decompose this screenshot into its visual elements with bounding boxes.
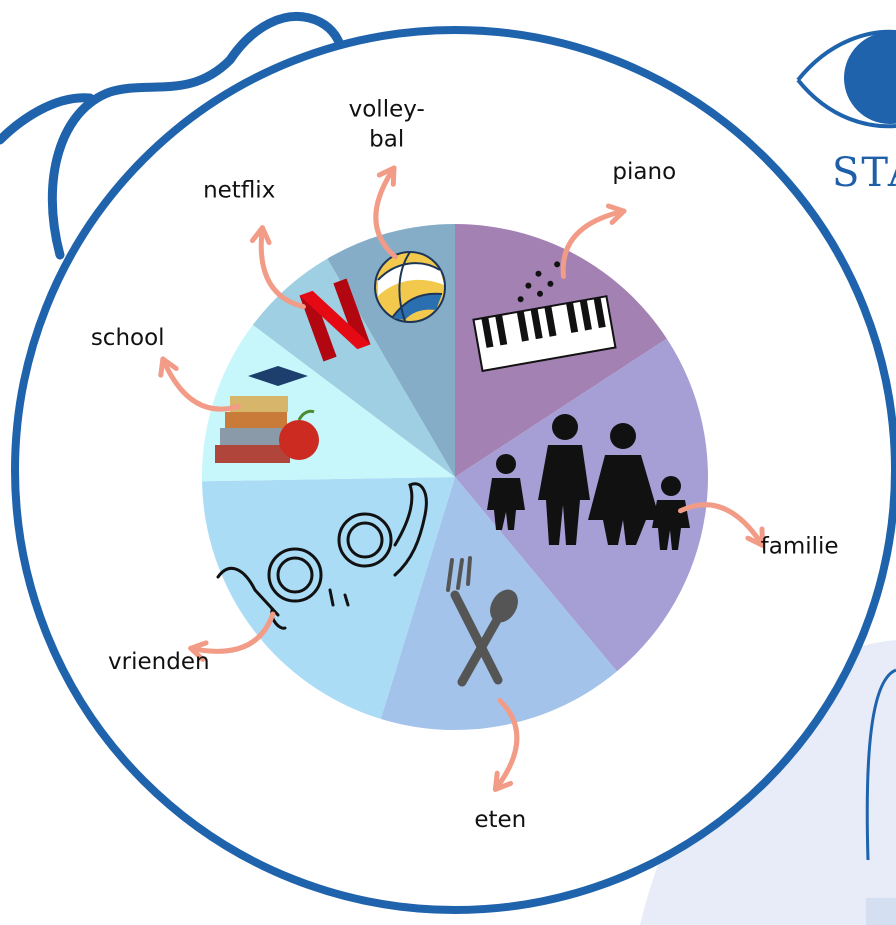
arrow-vrienden bbox=[188, 611, 276, 654]
arrow-school bbox=[160, 356, 241, 412]
arrow-head-icon bbox=[605, 203, 627, 225]
label-piano: piano bbox=[612, 159, 676, 185]
eye-outline-icon bbox=[796, 29, 896, 129]
arrow-familie bbox=[678, 502, 765, 548]
arrow-group bbox=[158, 165, 765, 792]
arrow-volleybal bbox=[373, 165, 398, 260]
label-group: piano familie eten vrienden school netflix vol… bbox=[91, 97, 839, 833]
label-vrienden: vrienden bbox=[108, 649, 210, 675]
label-school: school bbox=[91, 325, 165, 351]
label-line: volley- bbox=[349, 97, 425, 123]
books-apple-icon bbox=[215, 366, 319, 463]
label-eten: eten bbox=[474, 807, 526, 833]
netflix-logo-icon bbox=[299, 278, 371, 362]
piano-keyboard-icon bbox=[472, 261, 617, 373]
arrow-head-icon bbox=[188, 640, 209, 662]
background-outline bbox=[865, 668, 896, 861]
eye-pupil-icon bbox=[844, 32, 896, 124]
arrow-eten bbox=[492, 698, 520, 792]
arrow-head-icon bbox=[249, 225, 272, 246]
brand-logo: STA bbox=[796, 29, 896, 196]
fork-spoon-icon bbox=[446, 556, 518, 687]
label-netflix: netflix bbox=[203, 178, 275, 204]
label-line: bal bbox=[369, 127, 404, 153]
pie-slice-familie bbox=[455, 338, 709, 672]
pie-slice-netflix bbox=[252, 258, 455, 477]
loop-handle-left bbox=[0, 93, 95, 145]
family-icon bbox=[487, 414, 690, 550]
arrow-head-icon bbox=[376, 165, 397, 187]
arrow-head-icon bbox=[492, 770, 514, 792]
label-volleybal: volley-bal bbox=[349, 97, 425, 153]
arrow-piano bbox=[560, 208, 627, 279]
arrow-netflix bbox=[258, 225, 306, 310]
arrow-head-icon bbox=[158, 356, 179, 378]
volleyball-icon bbox=[374, 251, 446, 323]
brand-text: STA bbox=[832, 150, 896, 196]
background-tile bbox=[866, 898, 896, 925]
loop-handle bbox=[47, 12, 355, 260]
arrow-head-icon bbox=[745, 526, 765, 548]
friends-icon bbox=[216, 482, 428, 630]
label-familie: familie bbox=[761, 534, 839, 560]
